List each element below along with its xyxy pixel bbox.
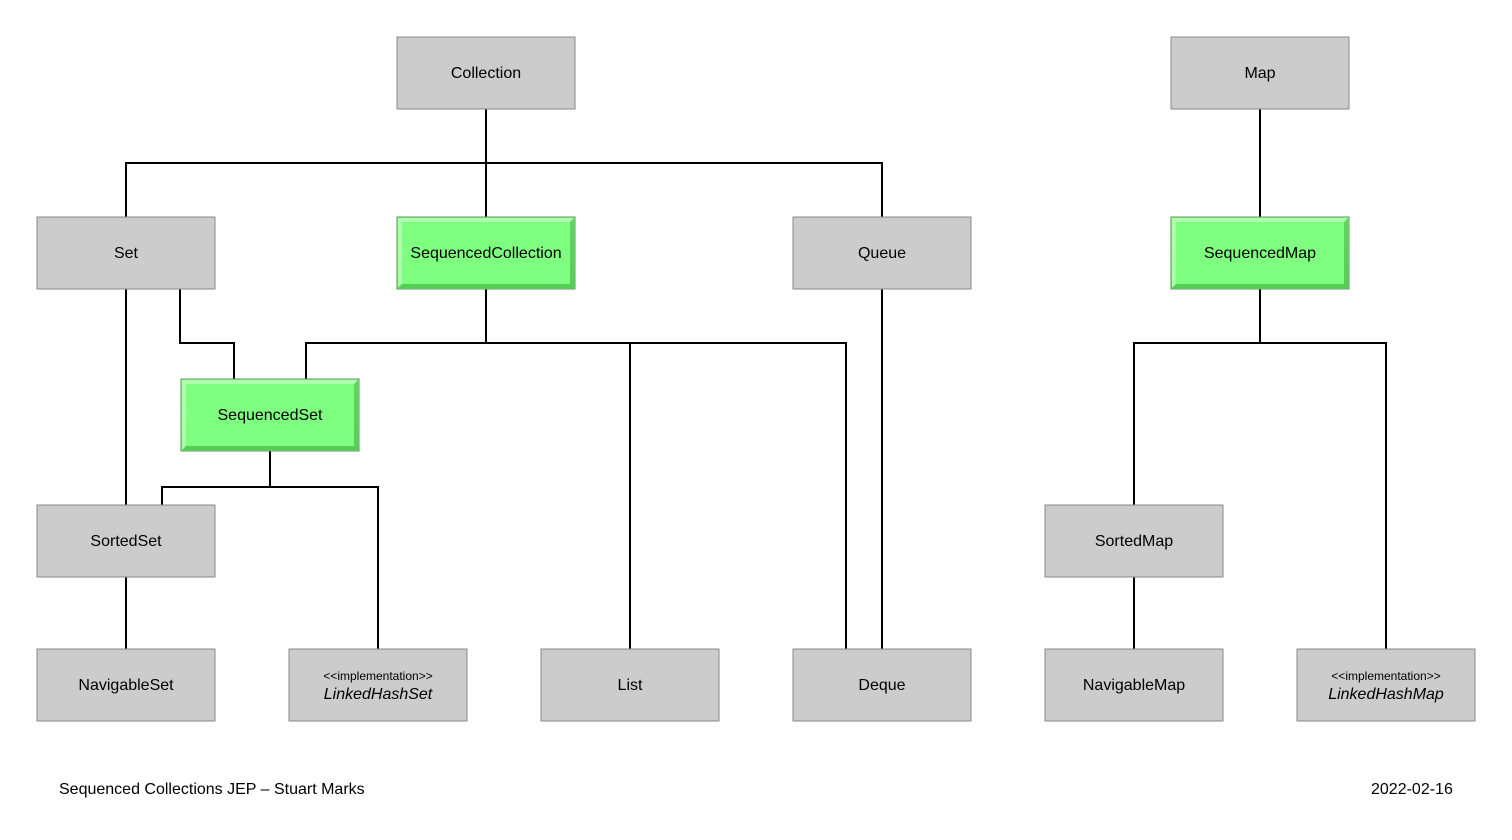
node-navigablemap[interactable]: NavigableMap [1044,648,1224,722]
edge-set-sequencedset [179,289,235,379]
node-label: SortedMap [1095,533,1173,550]
node-map[interactable]: Map [1170,36,1350,110]
node-deque[interactable]: Deque [792,648,972,722]
node-list[interactable]: List [540,648,720,722]
node-sequencedcollection[interactable]: SequencedCollection [396,216,576,290]
node-label: NavigableSet [78,677,174,694]
node-label: Collection [451,65,521,82]
node-label: SequencedMap [1204,245,1316,262]
node-label: Queue [858,245,906,262]
node-label: LinkedHashMap [1328,686,1444,703]
node-sequencedset[interactable]: SequencedSet [180,378,360,452]
node-sortedmap[interactable]: SortedMap [1044,504,1224,578]
node-queue[interactable]: Queue [792,216,972,290]
node-label: SequencedSet [218,407,324,424]
edge-sequencedmap-children [1133,289,1387,649]
node-linkedhashset[interactable]: <<implementation>> LinkedHashSet [288,648,468,722]
node-set[interactable]: Set [36,216,216,290]
footer-caption: Sequenced Collections JEP – Stuart Marks [59,781,365,798]
node-label: Deque [858,677,905,694]
node-label: Set [114,245,139,262]
stereotype-label: <<implementation>> [323,669,432,683]
node-sortedset[interactable]: SortedSet [36,504,216,578]
node-linkedhashmap[interactable]: <<implementation>> LinkedHashMap [1296,648,1476,722]
footer-date: 2022-02-16 [1371,781,1453,798]
node-collection[interactable]: Collection [396,36,576,110]
node-label: SequencedCollection [410,245,561,262]
edge-sequencedcollection-children [305,289,847,649]
node-label: SortedSet [90,533,162,550]
node-label: List [618,677,643,694]
edge-sequencedset-children [161,451,379,649]
node-sequencedmap[interactable]: SequencedMap [1170,216,1350,290]
stereotype-label: <<implementation>> [1331,669,1440,683]
connector-lines [125,109,1387,649]
node-navigableset[interactable]: NavigableSet [36,648,216,722]
node-label: Map [1244,65,1275,82]
node-label: NavigableMap [1083,677,1185,694]
edge-collection-children [125,109,883,217]
node-label: LinkedHashSet [324,686,433,703]
